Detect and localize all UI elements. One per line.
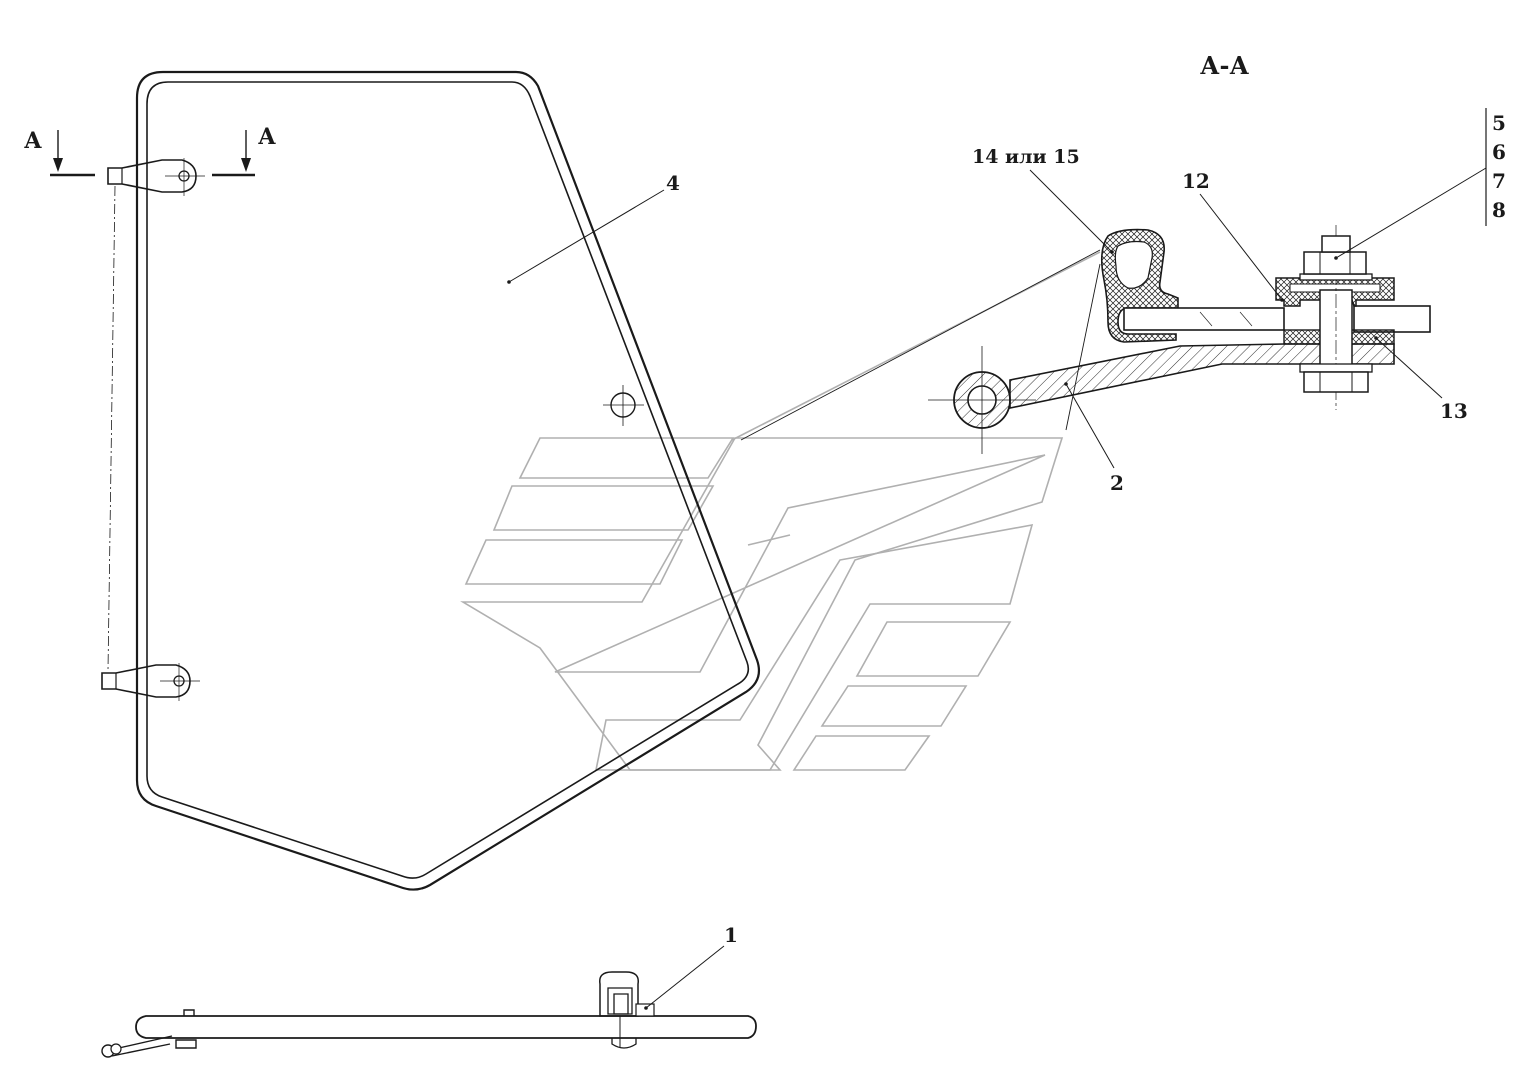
callout-2: 2 <box>1110 471 1124 495</box>
cut-label-right: А <box>258 124 276 150</box>
callout-5: 5 <box>1492 111 1506 135</box>
section-title: А-А <box>1200 51 1250 80</box>
bottom-view: 1 <box>101 923 757 1058</box>
callout-13: 13 <box>1440 399 1468 423</box>
callout-1: 1 <box>724 923 738 947</box>
section-cut-marker: А А <box>24 124 276 177</box>
door-glass <box>135 70 761 891</box>
hinge-lower <box>101 663 200 701</box>
section-view <box>740 225 1431 454</box>
callout-8: 8 <box>1492 198 1506 222</box>
watermark-logo <box>460 251 1101 771</box>
callout-6: 6 <box>1492 140 1506 164</box>
hinge-upper <box>107 158 205 196</box>
callout-12: 12 <box>1182 169 1210 193</box>
cut-label-left: А <box>24 128 42 154</box>
section-callouts: 14 или 15 12 2 13 5 6 7 8 <box>972 108 1506 495</box>
callout-14-15: 14 или 15 <box>972 146 1080 168</box>
callout-7: 7 <box>1492 169 1506 193</box>
hinge-axis <box>107 185 116 671</box>
callout-4: 4 <box>666 171 680 195</box>
